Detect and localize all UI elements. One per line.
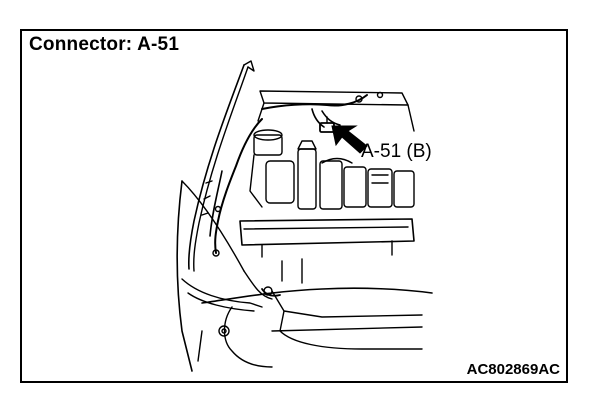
arrow-pointer-icon xyxy=(331,125,368,154)
connector-callout-label: A-51 (B) xyxy=(361,141,432,162)
figure-title: Connector: A-51 xyxy=(29,34,180,55)
engine-bay-wiring-icon xyxy=(176,60,433,372)
diagram-frame: Connector: A-51 A-51 (B) AC802869AC xyxy=(20,29,568,383)
figure-code: AC802869AC xyxy=(466,361,560,378)
